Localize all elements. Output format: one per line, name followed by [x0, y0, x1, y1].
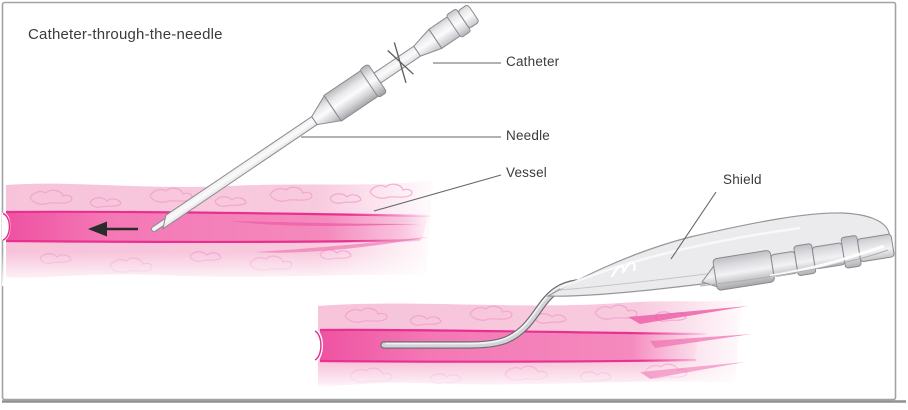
vessel-bottom — [305, 299, 755, 392]
vessel-taper-line — [640, 362, 745, 379]
label-vessel: Vessel — [506, 165, 547, 180]
vessel-open-rim — [2, 212, 11, 241]
figure-title: Catheter-through-the-needle — [28, 26, 223, 43]
vessel-leader-line — [373, 174, 502, 212]
shield-body — [545, 212, 890, 297]
vessel-taper-line — [255, 237, 428, 253]
shield-gloss — [610, 261, 636, 278]
label-shield: Shield — [723, 172, 762, 187]
lumen-edge-top — [319, 328, 707, 336]
vessel-open-rim — [314, 330, 322, 361]
vessel-top-lumen — [6, 211, 428, 242]
shield-device — [545, 212, 895, 297]
shield-slot — [769, 244, 885, 278]
tissue-fade — [2, 252, 442, 286]
vessel-top — [2, 180, 442, 286]
needle-device — [150, 5, 479, 233]
figure-frame — [1, 1, 897, 401]
shield-highlight — [559, 226, 801, 290]
shield-leader-line — [670, 191, 717, 260]
label-needle: Needle — [506, 128, 550, 143]
shield-bottom-edge — [699, 249, 889, 287]
lumen-edge-top — [5, 210, 431, 218]
vessel-bottom-lumen — [320, 329, 700, 362]
label-catheter: Catheter — [506, 54, 560, 69]
vessel-taper-line — [628, 306, 748, 324]
vessel-taper-line — [228, 221, 420, 226]
vessel-taper-line — [650, 334, 752, 348]
tissue-fade — [305, 362, 755, 392]
lumen-edge-bottom — [319, 358, 697, 363]
lumen-edge-bottom — [5, 238, 421, 244]
catheter-hub-cap — [458, 5, 479, 28]
catheter-wings — [387, 42, 414, 84]
flow-arrow — [88, 221, 138, 237]
